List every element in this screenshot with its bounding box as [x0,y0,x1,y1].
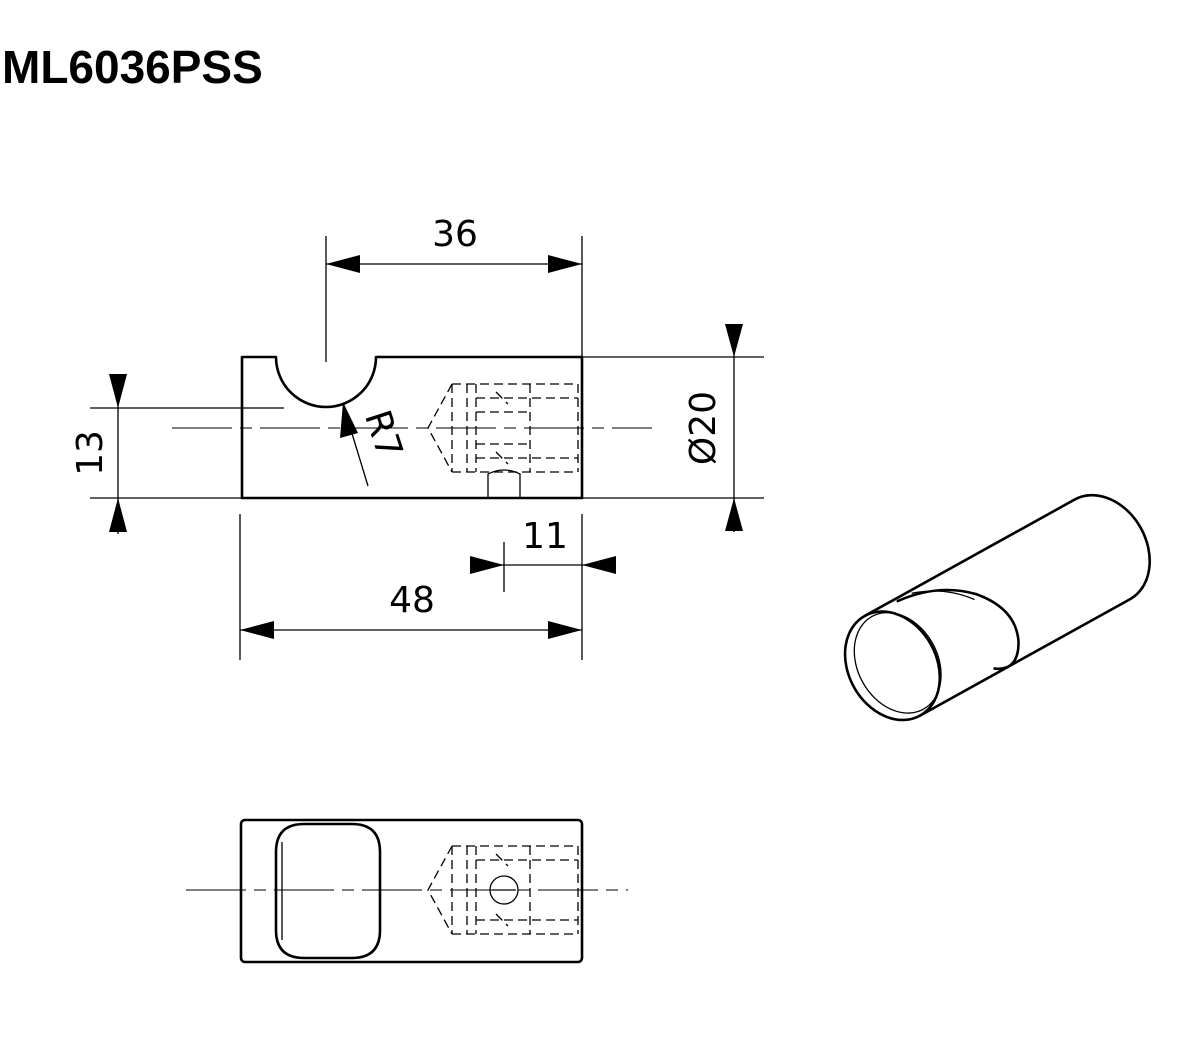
dim-diameter-20: Ø20 [582,324,764,532]
isometric-view [843,493,1151,722]
iso-notch-edge [911,590,975,601]
top-hidden-screw [427,845,579,935]
front-view: 36 13 R7 Ø20 [70,214,764,660]
iso-front-chamfer [853,611,942,714]
dim-r7: R7 [340,402,410,487]
top-view-pocket [274,822,382,960]
front-view-outline [240,355,584,500]
iso-front-face [843,610,942,722]
dim-13-label: 13 [70,430,111,476]
dim-r7-label: R7 [356,405,410,463]
dim-diameter-20-label: Ø20 [683,391,724,465]
dim-11: 11 [470,514,616,596]
dim-11-label: 11 [522,516,568,557]
iso-body [863,493,1151,717]
model-title: ML6036PSS [2,41,263,93]
top-view-outline [239,818,584,964]
front-hidden-screw [427,383,579,473]
dim-36-label: 36 [432,214,478,255]
dim-48-label: 48 [389,580,435,621]
top-view [186,818,628,964]
dim-36: 36 [325,214,583,362]
front-set-screw [487,469,521,498]
dim-48: 48 [239,514,583,660]
dim-13: 13 [70,374,284,534]
top-set-screw [489,875,519,905]
